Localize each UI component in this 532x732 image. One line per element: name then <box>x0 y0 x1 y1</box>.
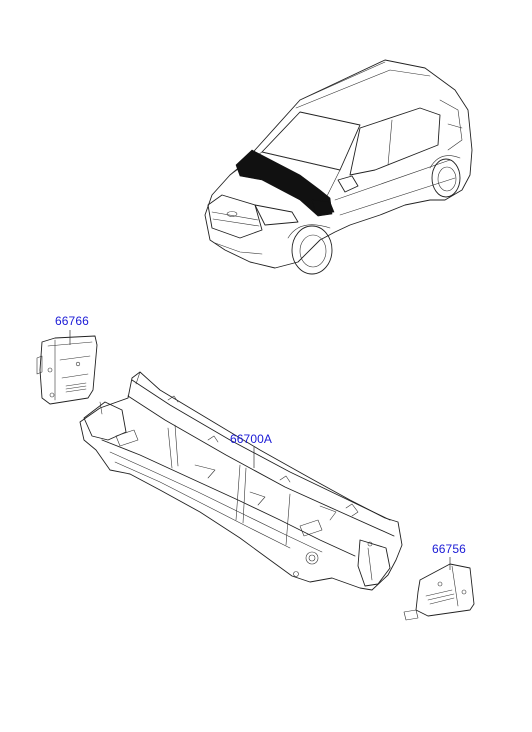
bracket-66756-illustration <box>403 563 475 621</box>
part-label-66700A[interactable]: 66700A <box>230 432 272 446</box>
cowl-panel-66700A-illustration <box>79 371 403 591</box>
bracket-66766-illustration <box>36 335 98 405</box>
part-label-66766[interactable]: 66766 <box>55 314 89 328</box>
leader-lines <box>69 330 451 570</box>
vehicle-locator-illustration <box>204 59 473 275</box>
part-label-66756[interactable]: 66756 <box>432 542 466 556</box>
